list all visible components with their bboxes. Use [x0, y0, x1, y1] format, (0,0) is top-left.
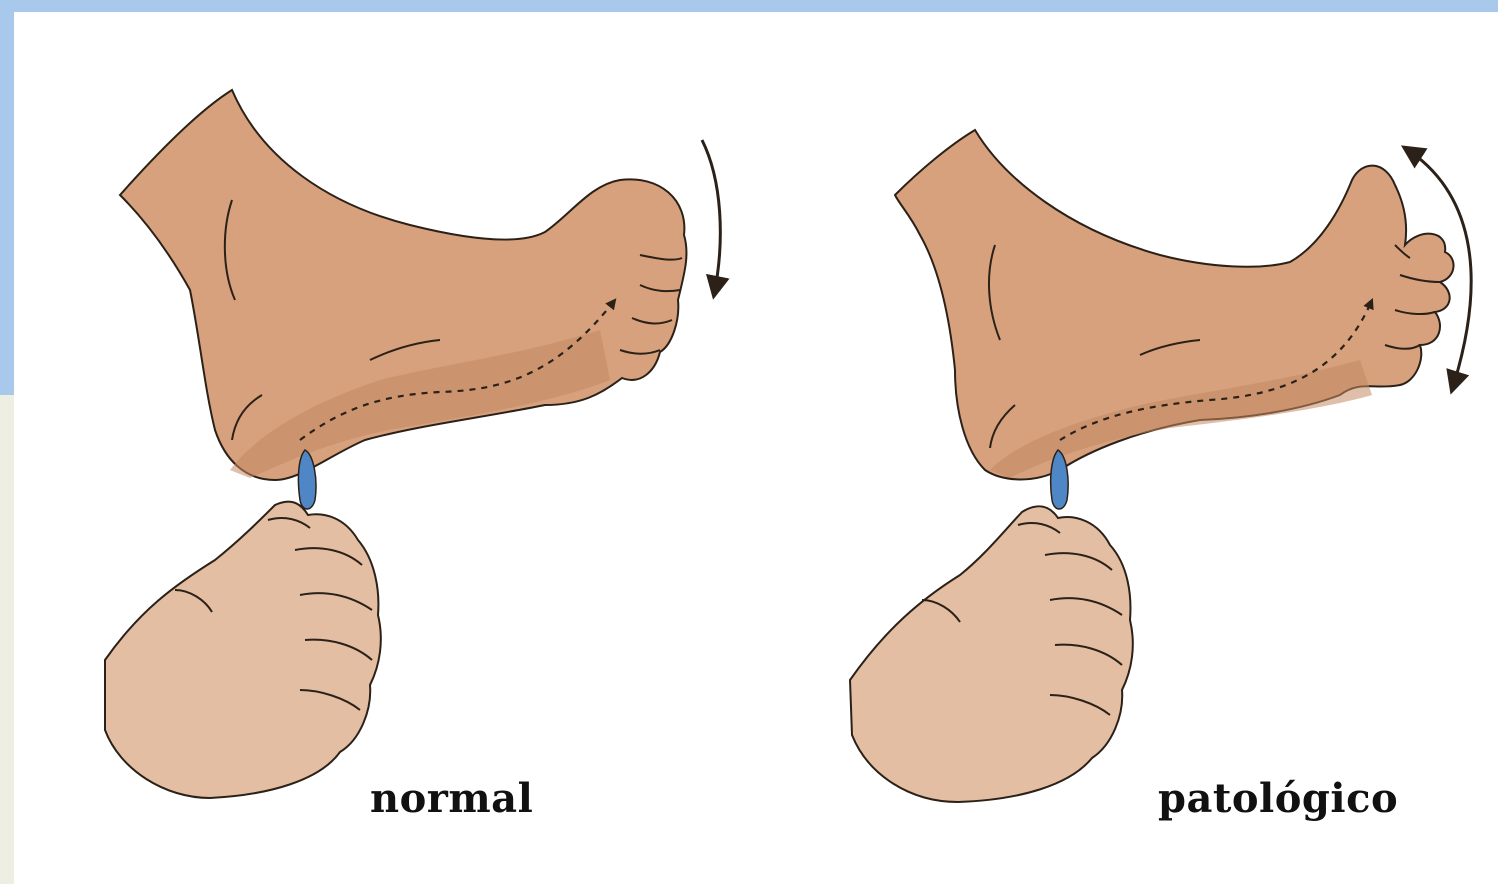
figure-pathologic [850, 130, 1471, 802]
figure-normal [105, 90, 720, 798]
caption-normal: normal [370, 775, 533, 822]
hand-shape [105, 502, 381, 798]
hand-shape [850, 506, 1133, 802]
caption-pathologic: patológico [1158, 775, 1398, 822]
curved-down-arrow [702, 140, 720, 295]
hand-icon [105, 502, 381, 798]
hand-icon [850, 506, 1133, 802]
foot-icon [120, 90, 686, 480]
